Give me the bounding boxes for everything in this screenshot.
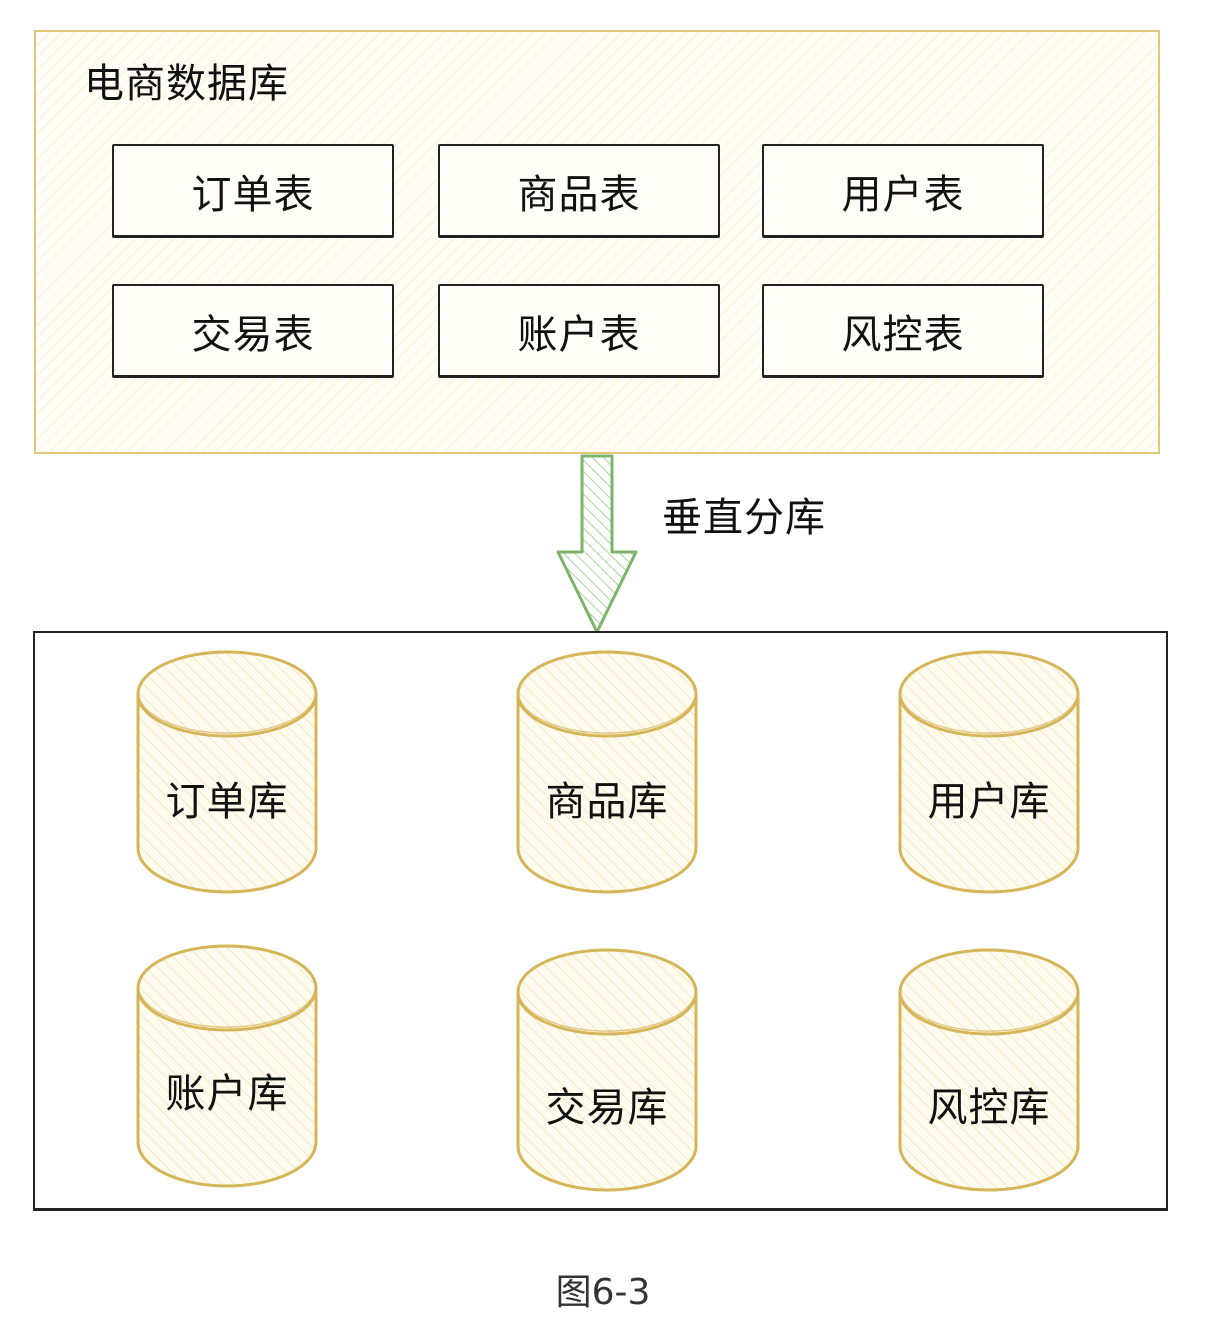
table-box-transactions: 交易表 <box>112 284 394 378</box>
figure-caption: 图6-3 <box>555 1272 651 1313</box>
table-box-accounts: 账户表 <box>438 284 720 378</box>
database-cylinder-risk-control: 风控库 <box>896 948 1082 1192</box>
cylinder-body <box>516 992 698 1192</box>
table-box-products: 商品表 <box>438 144 720 238</box>
table-label: 商品表 <box>517 171 641 218</box>
cylinder-icon <box>136 944 318 1188</box>
cylinder-top <box>898 650 1080 738</box>
source-database-title: 电商数据库 <box>84 61 289 107</box>
cylinder-top <box>136 650 318 738</box>
cylinder-body <box>136 694 318 894</box>
table-label: 用户表 <box>841 171 965 218</box>
table-label: 订单表 <box>191 171 315 218</box>
database-cylinder-products: 商品库 <box>514 650 700 894</box>
cylinder-rim <box>519 699 695 734</box>
database-label: 用户库 <box>927 779 1051 825</box>
cylinder-icon <box>516 948 698 1192</box>
cylinder-rim <box>139 993 315 1028</box>
table-label: 风控表 <box>841 311 965 358</box>
database-cylinder-users: 用户库 <box>896 650 1082 894</box>
cylinder-rim <box>519 997 695 1032</box>
cylinder-icon <box>898 650 1080 894</box>
cylinder-rim <box>901 997 1077 1032</box>
cylinder-body <box>136 988 318 1188</box>
database-cylinder-accounts: 账户库 <box>134 944 320 1188</box>
database-label: 账户库 <box>165 1071 289 1117</box>
cylinder-icon <box>136 650 318 894</box>
table-label: 交易表 <box>191 311 315 358</box>
cylinder-icon <box>898 948 1080 1192</box>
cylinder-top <box>136 944 318 1032</box>
database-cylinder-orders: 订单库 <box>134 650 320 894</box>
source-database-container <box>34 30 1160 454</box>
table-label: 账户表 <box>517 311 641 358</box>
cylinder-rim <box>139 699 315 734</box>
database-cylinder-transactions: 交易库 <box>514 948 700 1192</box>
arrow-label: 垂直分库 <box>662 495 826 541</box>
cylinder-icon <box>516 650 698 894</box>
database-label: 商品库 <box>545 779 669 825</box>
database-label: 订单库 <box>165 779 289 825</box>
cylinder-rim <box>901 699 1077 734</box>
table-box-risk-control: 风控表 <box>762 284 1044 378</box>
database-label: 风控库 <box>927 1085 1051 1131</box>
cylinder-body <box>898 992 1080 1192</box>
cylinder-body <box>516 694 698 894</box>
table-box-orders: 订单表 <box>112 144 394 238</box>
down-arrow-icon <box>556 454 638 634</box>
database-label: 交易库 <box>545 1085 669 1131</box>
cylinder-top <box>898 948 1080 1036</box>
cylinder-body <box>898 694 1080 894</box>
cylinder-top <box>516 948 698 1036</box>
cylinder-top <box>516 650 698 738</box>
table-box-users: 用户表 <box>762 144 1044 238</box>
